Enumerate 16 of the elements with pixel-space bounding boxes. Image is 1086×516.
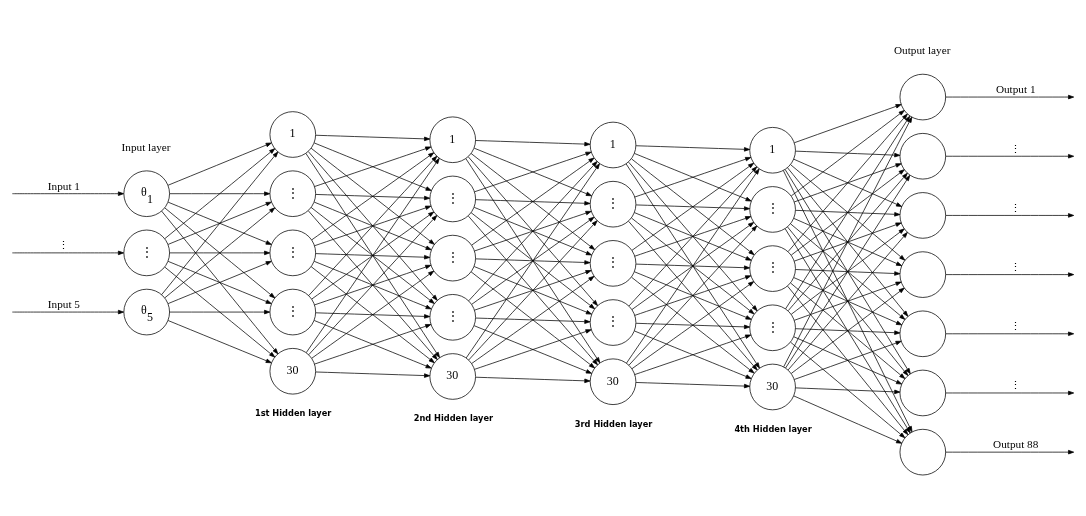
label: 3rd Hidden layer [574,418,653,429]
edge-label: ⋮ [58,238,70,251]
label: 1st Hidden layer [254,407,332,418]
label: Output layer [893,43,951,56]
edge-label: Output 1 [995,82,1036,95]
edge-label: Input 1 [47,179,80,192]
edge-label: ⋮ [1010,319,1022,332]
edge-label: ⋮ [1010,142,1022,154]
edge-label: ⋮ [1010,201,1022,214]
edge-label: ⋮ [1010,378,1022,391]
edge-label: ⋮ [1010,260,1022,273]
edge-label: Input 5 [47,297,80,310]
label: 4th Hidden layer [734,423,812,434]
label: 2nd Hidden layer [413,412,494,423]
edge-label: Output 88 [993,437,1039,450]
label: Input layer [121,140,171,153]
